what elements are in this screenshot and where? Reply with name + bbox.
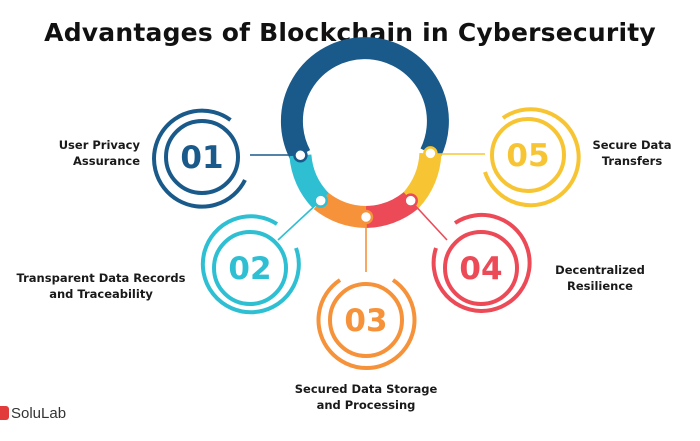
label-05-line2: Transfers bbox=[601, 154, 663, 168]
label-04-line2: Resilience bbox=[567, 279, 633, 293]
label-05: Secure Data Transfers bbox=[582, 137, 682, 169]
ring-segment-teal bbox=[289, 154, 329, 209]
circle-02-inner bbox=[212, 230, 288, 306]
circle-01-outer-arc bbox=[152, 108, 247, 209]
label-03-line1: Secured Data Storage bbox=[294, 382, 438, 396]
label-05-line1: Secure Data bbox=[592, 138, 672, 152]
number-03: 03 bbox=[344, 303, 387, 339]
label-03-line2: and Processing bbox=[316, 398, 416, 412]
circle-04-outer-arc bbox=[431, 212, 532, 313]
brand-logo: SoluLab bbox=[0, 402, 66, 424]
connector-02 bbox=[277, 200, 321, 241]
ring-node-02 bbox=[313, 193, 328, 208]
circle-01-inner bbox=[164, 119, 240, 195]
label-01-line1: User Privacy bbox=[58, 138, 140, 152]
circle-02-outer-arc bbox=[200, 214, 301, 315]
label-02: Transparent Data Records and Traceabilit… bbox=[10, 270, 192, 302]
circle-04-inner bbox=[443, 230, 519, 306]
label-02-line1: Transparent Data Records bbox=[16, 271, 186, 285]
number-05: 05 bbox=[506, 138, 549, 174]
brand-name: SoluLab bbox=[11, 404, 67, 422]
brand-mark-icon bbox=[0, 406, 9, 420]
circle-05-inner bbox=[490, 117, 566, 193]
circle-03-inner bbox=[328, 282, 404, 358]
number-01: 01 bbox=[180, 140, 223, 176]
label-04: Decentralized Resilience bbox=[540, 262, 660, 294]
label-04-line1: Decentralized bbox=[555, 263, 645, 277]
number-02: 02 bbox=[228, 251, 271, 287]
ring-segment-yellow bbox=[402, 152, 442, 209]
ring-node-04 bbox=[403, 193, 418, 208]
circle-03-outer-arc bbox=[316, 278, 417, 370]
ring-segment-blue bbox=[280, 37, 449, 161]
label-01: User Privacy Assurance bbox=[40, 137, 140, 169]
number-04: 04 bbox=[459, 251, 502, 287]
ring-node-01 bbox=[293, 148, 308, 163]
circle-05-outer-arc bbox=[483, 107, 581, 208]
connector-04 bbox=[410, 200, 448, 241]
label-02-line2: and Traceability bbox=[49, 287, 153, 301]
ring-node-03 bbox=[358, 209, 374, 225]
ring-node-05 bbox=[423, 146, 438, 161]
label-01-line2: Assurance bbox=[72, 154, 140, 168]
label-03: Secured Data Storage and Processing bbox=[276, 381, 456, 413]
